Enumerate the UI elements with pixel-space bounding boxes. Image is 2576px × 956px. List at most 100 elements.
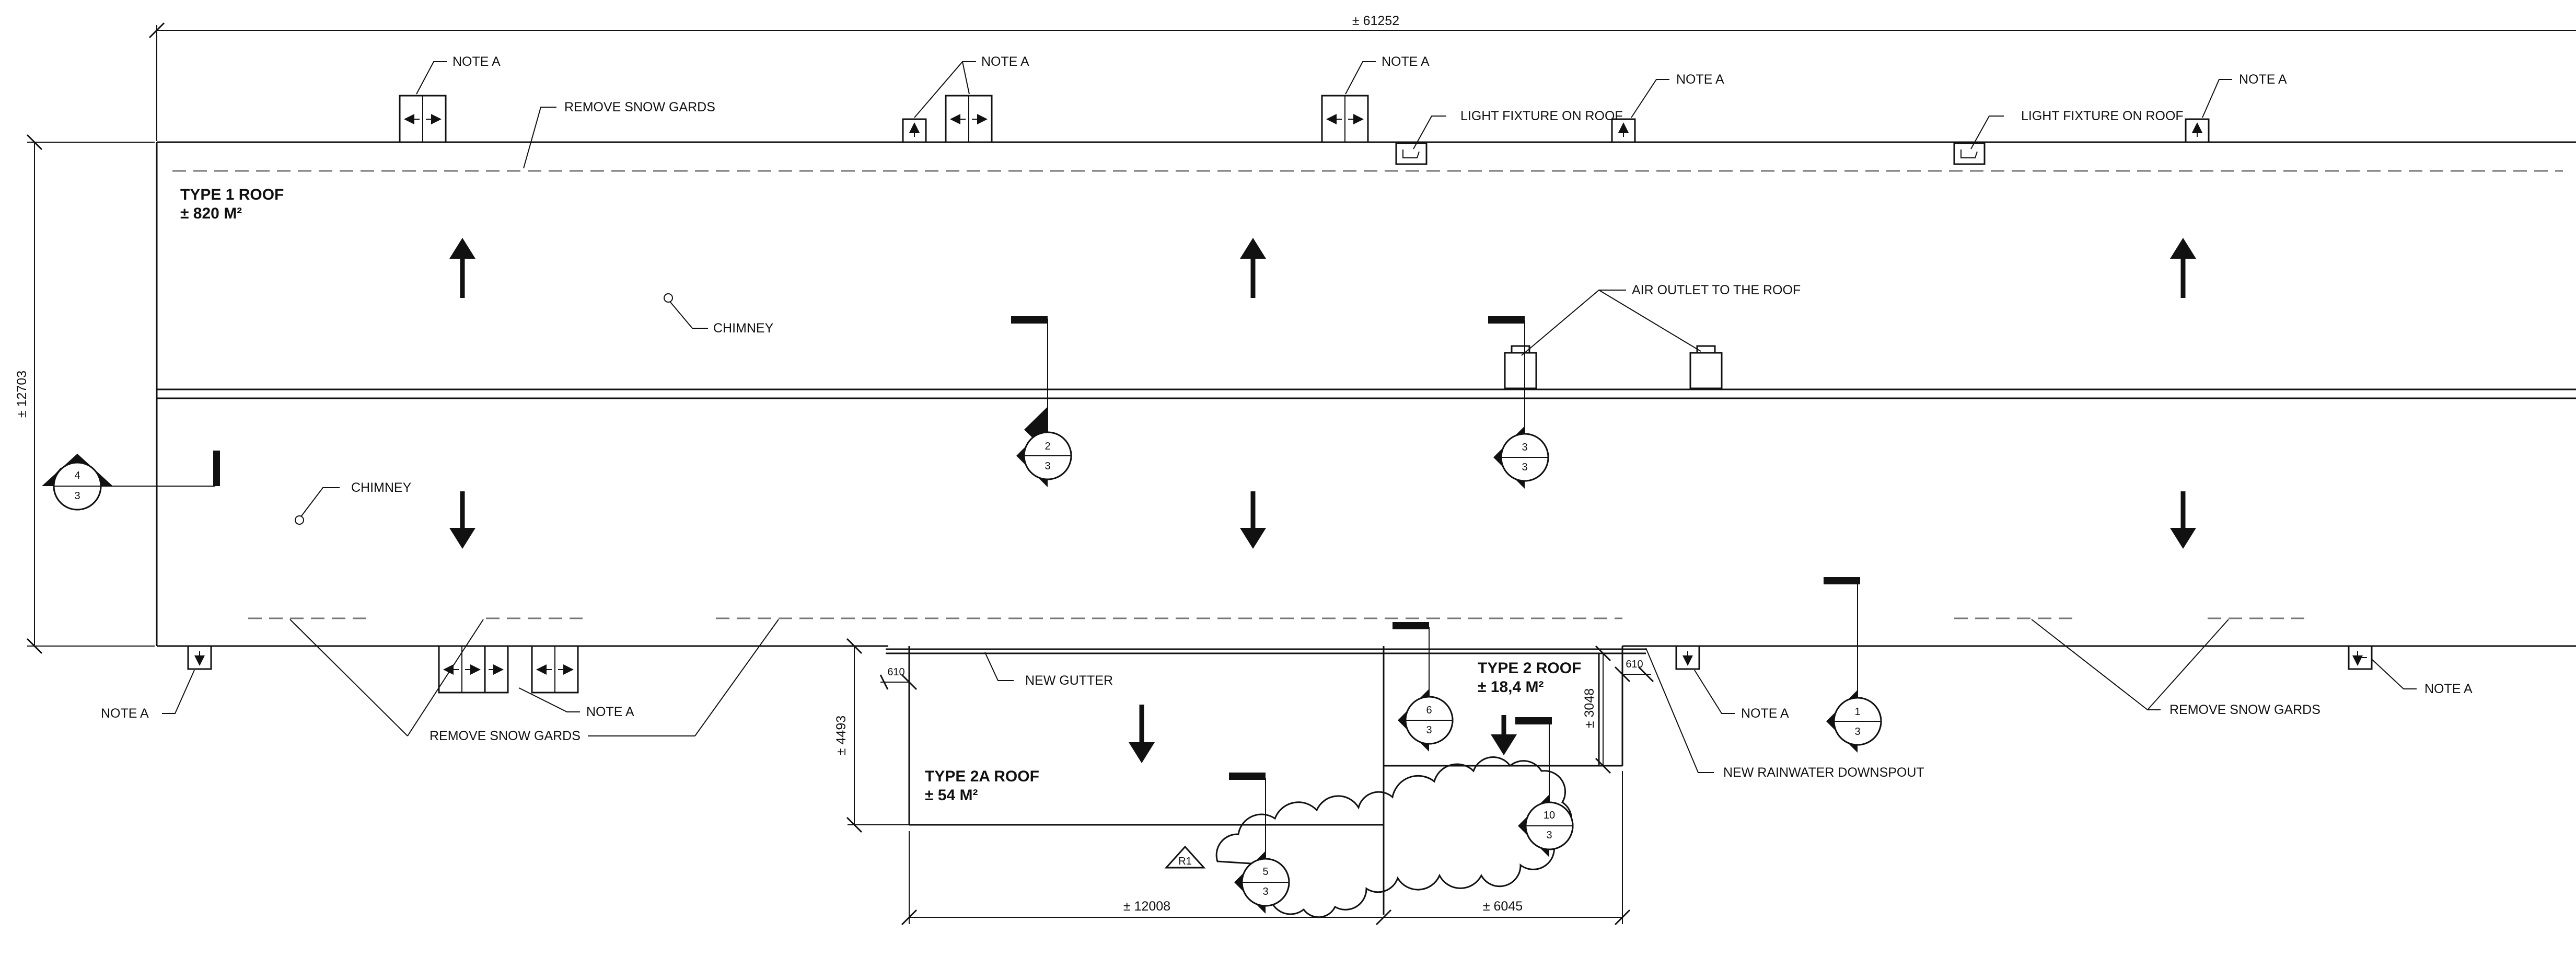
- new-gutter-callout: NEW GUTTER: [984, 652, 1113, 688]
- note-a-callout: NOTE A: [518, 687, 634, 719]
- svg-text:AIR OUTLET TO THE ROOF: AIR OUTLET TO THE ROOF: [1632, 283, 1801, 297]
- svg-text:NOTE A: NOTE A: [1382, 54, 1430, 69]
- air-outlet-callout: AIR OUTLET TO THE ROOF: [1521, 283, 1801, 356]
- svg-text:4: 4: [74, 470, 80, 481]
- svg-text:± 820 M²: ± 820 M²: [180, 205, 242, 222]
- light-fixture-icon: LIGHT FIXTURE ON ROOF: [1395, 109, 1623, 165]
- slope-arrow-down: [1491, 715, 1517, 755]
- note-a-box-double: [438, 645, 509, 694]
- light-fixture-icon: LIGHT FIXTURE ON ROOF: [1953, 109, 2184, 165]
- overall-depth-dimension: ± 12703: [15, 134, 155, 654]
- dimension-610-right: 610: [1614, 659, 1654, 683]
- note-a-callout: NOTE A: [416, 54, 501, 95]
- remove-snow-gards-callout: REMOVE SNOW GARDS: [2031, 619, 2320, 717]
- svg-text:R1: R1: [1178, 856, 1192, 867]
- note-a-callout: NOTE A: [2372, 659, 2473, 696]
- main-building-outline: [156, 141, 2576, 647]
- type-2-roof-label: TYPE 2 ROOF ± 18,4 M²: [1478, 660, 1581, 696]
- svg-text:NOTE A: NOTE A: [1741, 706, 1789, 721]
- svg-text:NOTE A: NOTE A: [101, 706, 149, 721]
- svg-text:1: 1: [1854, 706, 1860, 718]
- svg-text:REMOVE SNOW GARDS: REMOVE SNOW GARDS: [430, 729, 581, 743]
- note-a-box-single: [1675, 645, 1700, 670]
- svg-text:NOTE A: NOTE A: [2239, 72, 2287, 87]
- svg-text:3: 3: [1522, 442, 1527, 453]
- note-a-callout: NOTE A: [1345, 54, 1430, 95]
- svg-text:± 54 M²: ± 54 M²: [925, 787, 978, 804]
- svg-text:REMOVE SNOW GARDS: REMOVE SNOW GARDS: [2169, 702, 2320, 717]
- note-a-box-double: [1321, 95, 1369, 143]
- section-marker-5: 5 3: [1229, 773, 1290, 914]
- section-marker-4: 4 3: [42, 451, 220, 511]
- slope-arrow-down: [1240, 491, 1266, 549]
- svg-text:CHIMNEY: CHIMNEY: [713, 321, 774, 336]
- overall-depth-text: ± 12703: [15, 371, 29, 418]
- remove-snow-gards-callout: REMOVE SNOW GARDS: [289, 619, 779, 743]
- svg-text:NOTE A: NOTE A: [2424, 682, 2473, 696]
- type-2a-roof-outline: [886, 646, 1646, 915]
- section-marker-10: 10 3: [1515, 717, 1574, 857]
- svg-text:3: 3: [1262, 886, 1268, 897]
- dimension-3048: ± 3048: [1582, 645, 1611, 774]
- note-a-box-single: [2185, 118, 2210, 143]
- svg-text:± 12008: ± 12008: [1123, 899, 1170, 914]
- svg-text:NOTE A: NOTE A: [586, 705, 634, 719]
- note-a-box-single: [187, 645, 212, 670]
- light-fixture-label: LIGHT FIXTURE ON ROOF: [1460, 109, 1623, 123]
- note-a-box-single: [2348, 645, 2373, 670]
- note-a-callout: NOTE A: [914, 54, 1029, 118]
- svg-text:NOTE A: NOTE A: [1676, 72, 1724, 87]
- note-a-box-double: [945, 95, 993, 143]
- section-marker-6: 6 3: [1393, 622, 1454, 752]
- type-2a-roof-label: TYPE 2A ROOF ± 54 M²: [925, 768, 1039, 804]
- overall-width-dimension: ± 61252: [148, 14, 2576, 141]
- note-a-box-double: [531, 645, 579, 694]
- note-a-callout: NOTE A: [101, 670, 195, 721]
- svg-text:NOTE A: NOTE A: [981, 54, 1029, 69]
- svg-text:TYPE 2 ROOF: TYPE 2 ROOF: [1478, 660, 1581, 677]
- note-a-box-double: [399, 95, 447, 143]
- dimension-12008: ± 12008: [901, 831, 1392, 926]
- svg-text:± 3048: ± 3048: [1582, 688, 1597, 728]
- note-a-callout: NOTE A: [1694, 670, 1789, 721]
- overall-width-text: ± 61252: [1352, 14, 1399, 28]
- svg-text:3: 3: [1426, 724, 1432, 736]
- slope-arrow-down: [449, 491, 475, 549]
- slope-arrow-up: [2170, 238, 2196, 298]
- remove-snow-gards-callout: REMOVE SNOW GARDS: [523, 100, 715, 169]
- svg-text:NOTE A: NOTE A: [452, 54, 501, 69]
- type-2-roof-outline: [1384, 646, 1623, 767]
- slope-arrow-down: [1129, 705, 1155, 763]
- chimney-icon: CHIMNEY: [295, 480, 412, 525]
- svg-text:610: 610: [1626, 659, 1643, 670]
- svg-text:NEW RAINWATER DOWNSPOUT: NEW RAINWATER DOWNSPOUT: [1723, 765, 1924, 780]
- svg-text:± 4493: ± 4493: [834, 716, 849, 755]
- dimension-610-left: 610: [879, 666, 918, 690]
- svg-text:3: 3: [1854, 726, 1860, 738]
- section-marker-1: 1 3: [1824, 577, 1882, 753]
- air-outlet-icon: [1504, 345, 1537, 389]
- note-a-box-single: [902, 118, 927, 143]
- svg-text:CHIMNEY: CHIMNEY: [351, 480, 412, 495]
- svg-text:6: 6: [1426, 705, 1432, 716]
- type-1-roof-label: TYPE 1 ROOF ± 820 M²: [180, 186, 284, 222]
- revision-triangle-icon: R1: [1164, 845, 1206, 869]
- svg-text:3: 3: [1045, 460, 1050, 472]
- slope-arrow-up: [1240, 238, 1266, 298]
- revision-cloud: [1215, 756, 1572, 918]
- svg-text:± 18,4 M²: ± 18,4 M²: [1478, 678, 1544, 696]
- svg-text:3: 3: [1522, 462, 1527, 473]
- slope-arrow-up: [449, 238, 475, 298]
- air-outlet-icon: [1689, 345, 1723, 389]
- light-fixture-label: LIGHT FIXTURE ON ROOF: [2021, 109, 2184, 123]
- svg-text:3: 3: [74, 490, 80, 502]
- svg-text:TYPE 1 ROOF: TYPE 1 ROOF: [180, 186, 284, 203]
- svg-text:TYPE 2A ROOF: TYPE 2A ROOF: [925, 768, 1039, 785]
- section-marker-3: 3 3: [1488, 316, 1549, 489]
- chimney-icon: CHIMNEY: [664, 293, 774, 336]
- dimension-6045: ± 6045: [1384, 771, 1631, 926]
- svg-text:± 6045: ± 6045: [1483, 899, 1523, 914]
- note-a-box-single: [1611, 118, 1636, 143]
- svg-text:NEW GUTTER: NEW GUTTER: [1025, 673, 1113, 688]
